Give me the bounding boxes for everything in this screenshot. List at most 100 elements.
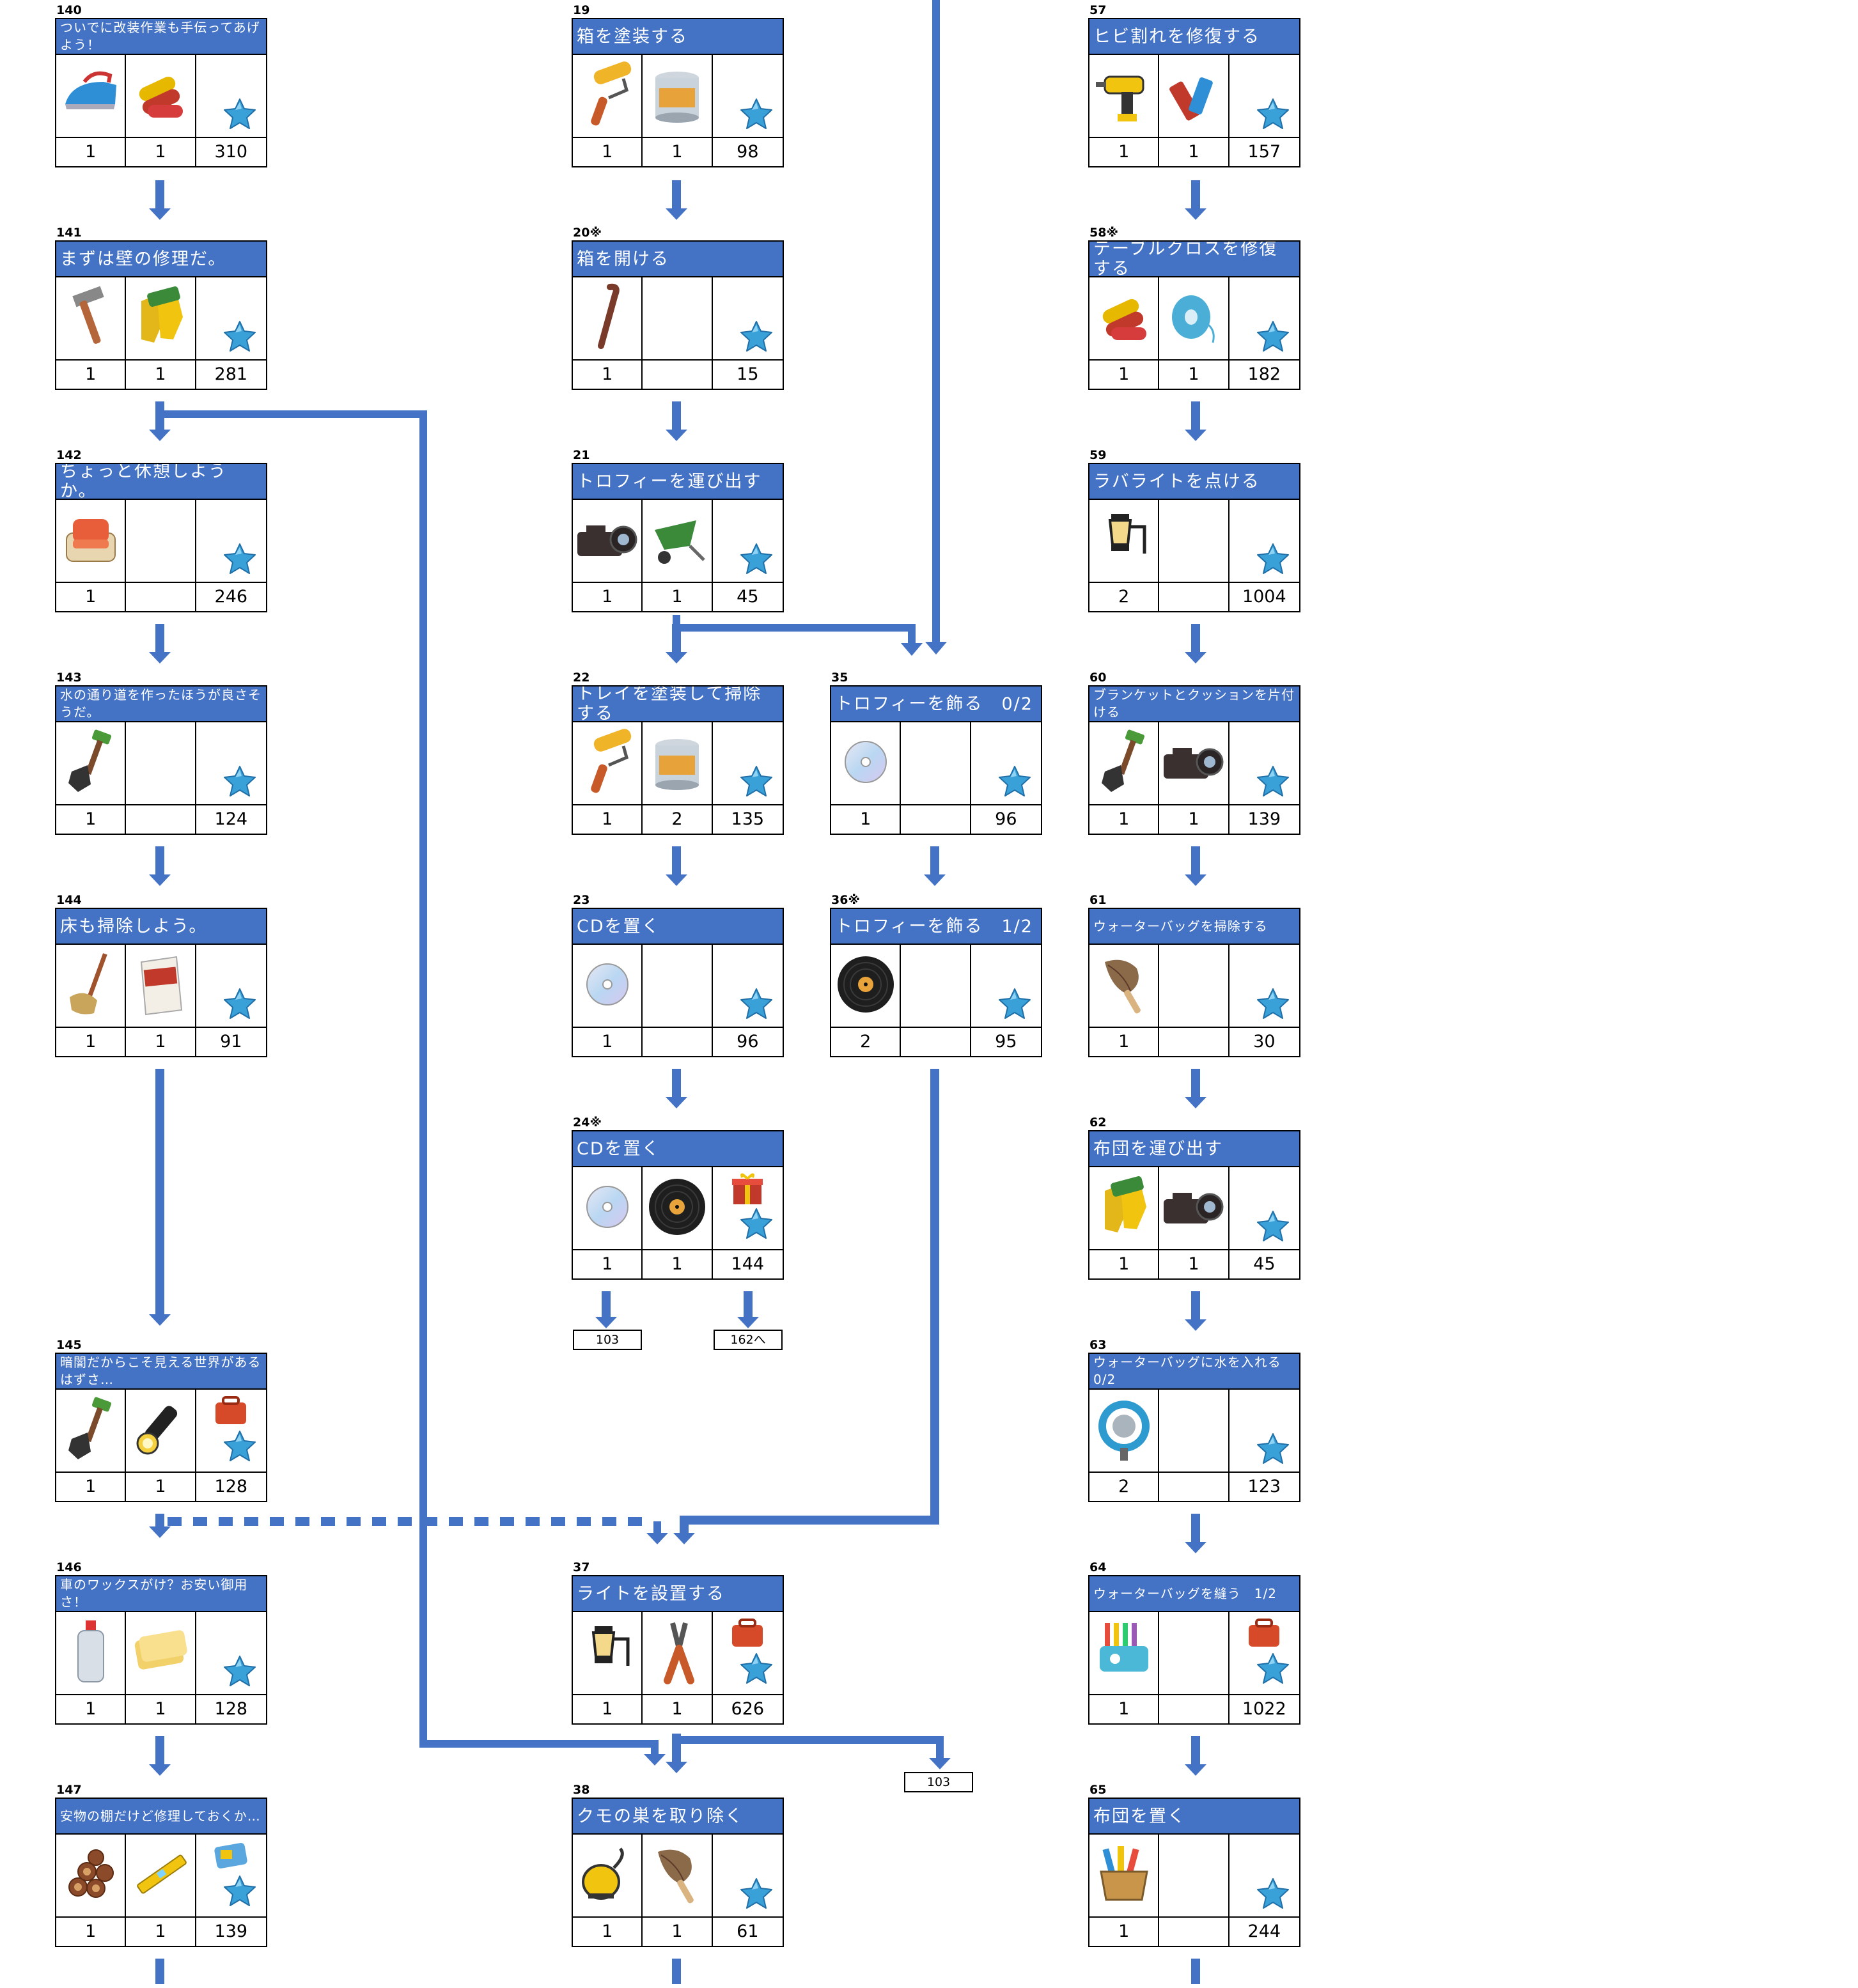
item-count: 1 xyxy=(56,1695,127,1723)
star-icon xyxy=(222,542,257,578)
task-title-text: 布団を置く xyxy=(1093,1806,1186,1826)
item-cell xyxy=(126,277,196,359)
fabric-rolls-icon xyxy=(1092,285,1156,352)
camera-icon xyxy=(572,514,643,568)
crowbar-icon xyxy=(582,282,633,355)
reward-cell xyxy=(196,500,266,582)
star-icon xyxy=(222,97,257,133)
task-number: 60 xyxy=(1089,671,1107,685)
item-count: 1 xyxy=(573,583,643,611)
task-items-row xyxy=(831,722,1041,805)
item-cell xyxy=(1159,500,1230,582)
task-number: 145 xyxy=(56,1338,82,1352)
star-icon xyxy=(222,1429,257,1465)
star-icon xyxy=(739,320,774,355)
item-cell xyxy=(126,500,196,582)
star-icon xyxy=(739,987,774,1023)
item-cell xyxy=(56,277,127,359)
task-title-text: 床も掃除しよう。 xyxy=(60,916,208,936)
reward-cell xyxy=(1230,500,1299,582)
reward-cell xyxy=(713,1835,783,1916)
task-title: 床も掃除しよう。 xyxy=(56,909,266,945)
item-count: 1 xyxy=(56,805,127,834)
task-items-row xyxy=(1089,500,1299,583)
cd-icon xyxy=(840,736,891,790)
reward-cell xyxy=(1230,1835,1299,1916)
item-count xyxy=(1159,1028,1230,1056)
task-items-row xyxy=(1089,1835,1299,1918)
task-title-text: ヒビ割れを修復する xyxy=(1093,26,1260,47)
reward-value: 61 xyxy=(737,1922,759,1941)
next-task-ref-103: 103 xyxy=(573,1330,642,1350)
task-number: 64 xyxy=(1089,1560,1107,1574)
wheelbarrow-icon xyxy=(645,508,709,574)
item-cell xyxy=(643,1612,713,1694)
item-cell xyxy=(573,722,643,804)
task-number: 142 xyxy=(56,448,82,462)
reward-cell xyxy=(196,55,266,137)
task-title-text: トロフィーを運び出す xyxy=(577,471,762,492)
reward-cell xyxy=(713,1612,783,1694)
task-title-text: CDを置く xyxy=(577,916,660,936)
item-count xyxy=(126,583,196,611)
item-cell xyxy=(643,1835,713,1916)
star-icon xyxy=(1256,987,1290,1023)
vinyl-record-icon xyxy=(645,1175,709,1241)
reward-value: 123 xyxy=(1247,1477,1281,1496)
item-count: 1 xyxy=(56,361,127,389)
task-number: 22 xyxy=(573,671,590,685)
detergent-box-icon xyxy=(132,949,189,1022)
task-items-row xyxy=(573,722,783,805)
item-cell xyxy=(126,945,196,1027)
reward-cell xyxy=(713,722,783,804)
item-count: 1 xyxy=(573,1250,643,1278)
task-title: CDを置く xyxy=(573,909,783,945)
task-title-text: 箱を塗装する xyxy=(577,26,688,47)
task-title: トロフィーを運び出す xyxy=(573,464,783,500)
task-items-row xyxy=(573,945,783,1028)
red-bag-icon xyxy=(728,1616,767,1653)
task-title: まずは壁の修理だ。 xyxy=(56,242,266,277)
item-cell xyxy=(1089,945,1160,1027)
task-title: 箱を開ける xyxy=(573,242,783,277)
reward-value: 144 xyxy=(731,1254,765,1274)
task-items-row xyxy=(1089,277,1299,361)
reward-cell xyxy=(971,945,1041,1027)
reward-value: 98 xyxy=(737,142,759,162)
task-title-text: ウォーターバッグを縫う 1/2 xyxy=(1093,1585,1277,1601)
level-tool-icon xyxy=(129,1842,192,1909)
item-count: 1 xyxy=(1089,1918,1160,1946)
item-count: 1 xyxy=(56,1473,127,1501)
reward-cell xyxy=(1230,55,1299,137)
task-title-text: ついでに改装作業も手伝ってあげよう！ xyxy=(60,20,260,52)
task-items-row xyxy=(56,55,266,138)
task-title: 布団を運び出す xyxy=(1089,1131,1299,1167)
thread-spool-icon xyxy=(1162,285,1226,352)
task-items-row xyxy=(56,1390,266,1473)
reward-value: 1022 xyxy=(1242,1699,1286,1719)
item-cell xyxy=(643,722,713,804)
task-title-text: ウォーターバッグを掃除する xyxy=(1093,918,1268,934)
cd-icon xyxy=(582,1181,633,1235)
item-cell xyxy=(126,55,196,137)
item-count xyxy=(1159,583,1230,611)
task-items-row xyxy=(1089,1167,1299,1250)
